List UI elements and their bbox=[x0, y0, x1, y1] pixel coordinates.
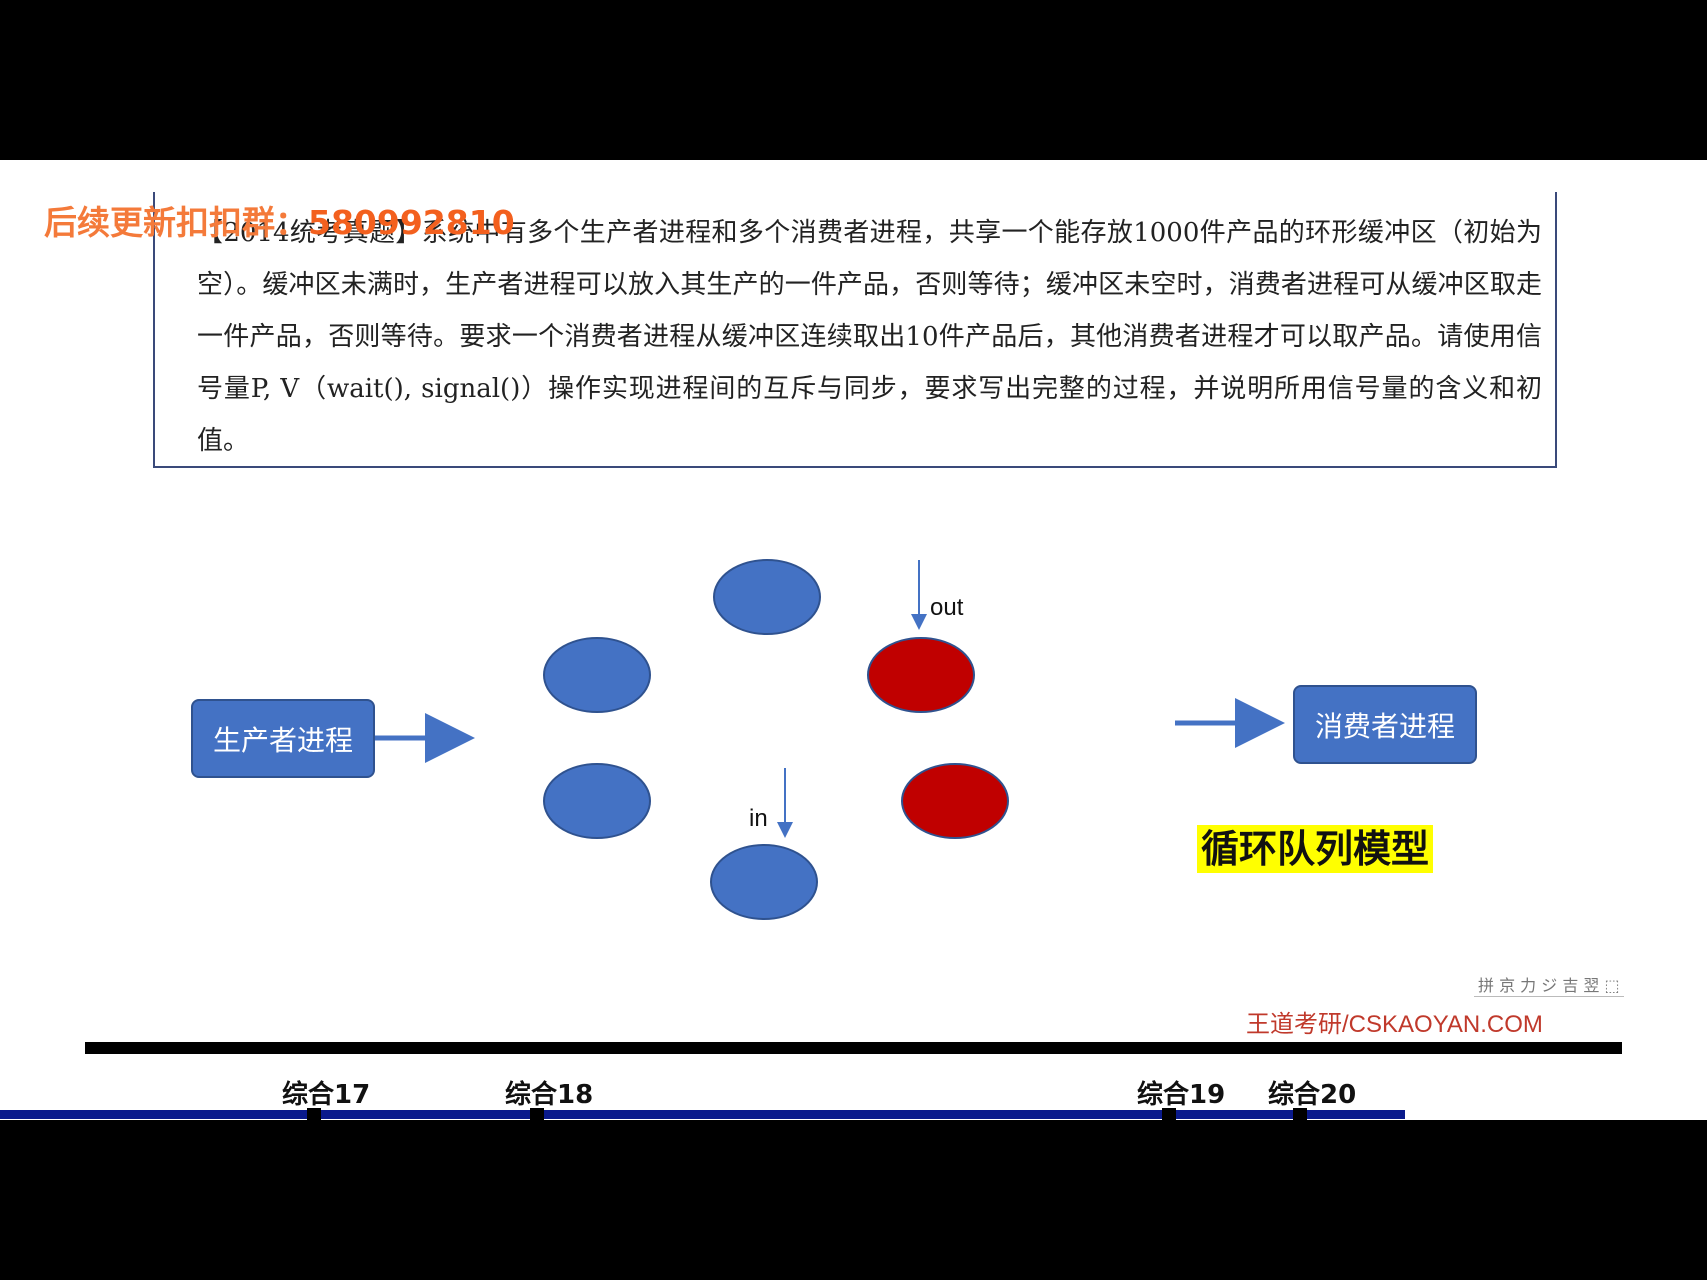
mini-toolbar[interactable]: 拼 京 力 ジ 吉 翌 ⬚ bbox=[1474, 972, 1624, 997]
buffer-slot-top bbox=[713, 559, 821, 635]
buffer-slot-upper-left bbox=[543, 637, 651, 713]
buffer-slot-lower-left bbox=[543, 763, 651, 839]
buffer-slot-upper-right-full bbox=[867, 637, 975, 713]
buffer-slot-lower-right-full bbox=[901, 763, 1009, 839]
in-pointer-label: in bbox=[749, 805, 768, 832]
chapter-marker-17[interactable]: 综合17 bbox=[282, 1080, 371, 1110]
timeline-divider bbox=[85, 1042, 1622, 1054]
chapter-tick-19[interactable] bbox=[1162, 1108, 1176, 1120]
chapter-marker-18[interactable]: 综合18 bbox=[505, 1080, 594, 1110]
chapter-marker-19[interactable]: 综合19 bbox=[1137, 1080, 1226, 1110]
chapter-marker-20[interactable]: 综合20 bbox=[1268, 1080, 1357, 1110]
chapter-tick-17[interactable] bbox=[307, 1108, 321, 1120]
question-box bbox=[153, 192, 1557, 468]
brand-label: 王道考研/CSKAOYAN.COM bbox=[1246, 1011, 1543, 1038]
buffer-slot-bottom bbox=[710, 844, 818, 920]
consumer-process-box: 消费者进程 bbox=[1293, 685, 1477, 764]
group-watermark: 后续更新扣扣群：580992810 bbox=[44, 203, 515, 242]
producer-process-box: 生产者进程 bbox=[191, 699, 375, 778]
out-pointer-label: out bbox=[930, 594, 964, 621]
model-label: 循环队列模型 bbox=[1197, 825, 1434, 873]
chapter-tick-18[interactable] bbox=[530, 1108, 544, 1120]
question-text: 【2014统考真题】系统中有多个生产者进程和多个消费者进程，共享一个能存放100… bbox=[197, 218, 1542, 456]
chapter-tick-20[interactable] bbox=[1293, 1108, 1307, 1120]
video-progress-track[interactable] bbox=[0, 1110, 1405, 1119]
slide-canvas bbox=[0, 160, 1707, 1120]
